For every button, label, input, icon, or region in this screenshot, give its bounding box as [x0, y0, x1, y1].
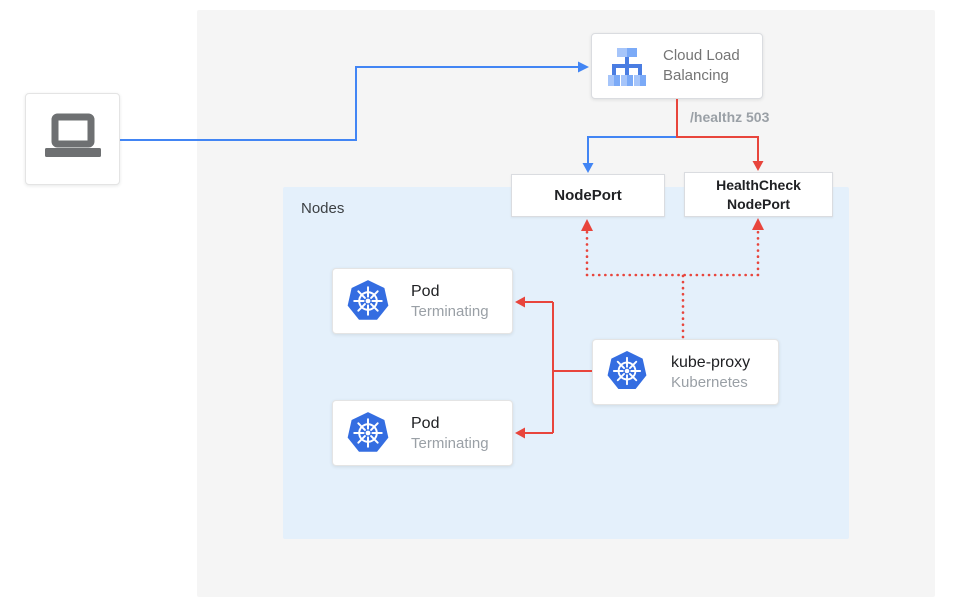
nodeport-box: NodePort — [511, 174, 665, 217]
kube-proxy-card: kube-proxy Kubernetes — [592, 339, 779, 405]
pod-title: Pod — [411, 282, 440, 300]
pod-title: Pod — [411, 414, 440, 432]
healthcheck-nodeport-box: HealthCheck NodePort — [684, 172, 833, 217]
nodes-panel-label: Nodes — [301, 200, 345, 217]
client-device-card — [25, 93, 120, 185]
pod-status: Terminating — [411, 434, 489, 452]
pod-card-1: Pod Terminating — [332, 268, 513, 334]
pod-status: Terminating — [411, 302, 489, 320]
pod-card-2: Pod Terminating — [332, 400, 513, 466]
kubernetes-helm-icon — [346, 279, 390, 323]
kube-proxy-title: kube-proxy — [671, 353, 751, 371]
laptop-icon — [44, 113, 101, 157]
cloud-load-balancing-card: Cloud Load Balancing — [591, 33, 763, 99]
cloud-load-balancing-icon — [602, 42, 650, 90]
kubernetes-helm-icon — [606, 350, 650, 394]
healthz-status-label: /healthz 503 — [690, 109, 770, 125]
kube-proxy-subtitle: Kubernetes — [671, 373, 748, 391]
cloud-load-balancing-label: Cloud Load Balancing — [663, 47, 740, 84]
kubernetes-helm-icon — [346, 411, 390, 455]
